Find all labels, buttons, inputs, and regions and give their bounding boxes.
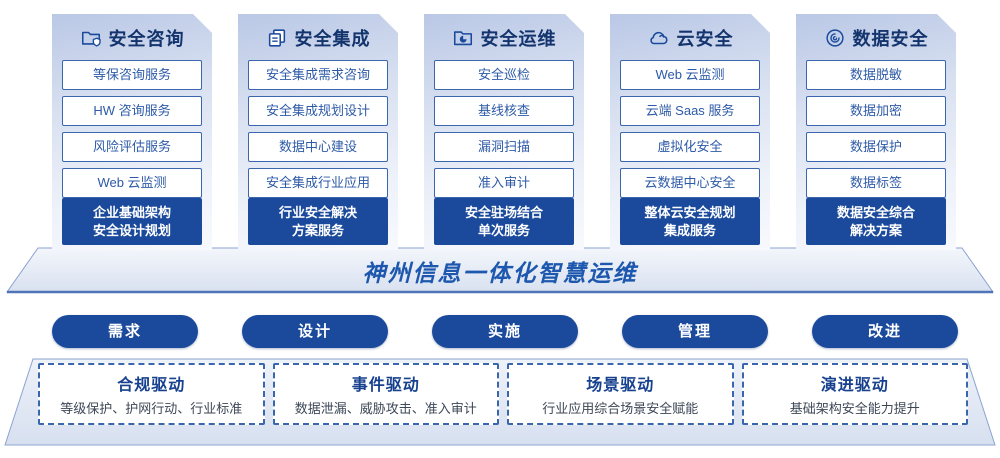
pill-requirement: 需求 <box>52 315 198 348</box>
driver-title: 演进驱动 <box>820 377 889 394</box>
card-highlight: 企业基础架构 安全设计规划 <box>62 198 202 246</box>
highlight-line: 企业基础架构 <box>92 205 171 220</box>
highlight-line: 集成服务 <box>663 222 716 238</box>
pill-improvement: 改进 <box>812 315 958 348</box>
card-title: 安全咨询 <box>108 29 185 49</box>
highlight-line: 解决方案 <box>849 222 902 238</box>
driver-compliance: 合规驱动 等级保护、护网行动、行业标准 <box>38 363 265 425</box>
highlight-line: 方案服务 <box>291 222 344 238</box>
card-security-consulting: 安全咨询 等保咨询服务 HW 咨询服务 风险评估服务 Web 云监测 企业基础架… <box>52 14 212 250</box>
service-item: 等保咨询服务 <box>62 60 202 90</box>
card-highlight: 行业安全解决 方案服务 <box>248 198 388 246</box>
driver-incident: 事件驱动 数据泄漏、威胁攻击、准入审计 <box>272 363 499 425</box>
driver-boxes: 合规驱动 等级保护、护网行动、行业标准 事件驱动 数据泄漏、威胁攻击、准入审计 … <box>38 363 968 425</box>
service-item: 数据保护 <box>806 132 946 162</box>
pill-management: 管理 <box>622 315 768 348</box>
driver-scenario: 场景驱动 行业应用综合场景安全赋能 <box>507 363 734 425</box>
service-item: 数据标签 <box>806 168 946 198</box>
driver-desc: 等级保护、护网行动、行业标准 <box>60 401 243 416</box>
card-highlight: 数据安全综合 解决方案 <box>806 198 946 246</box>
service-item: Web 云监测 <box>620 60 760 90</box>
pill-implementation: 实施 <box>432 315 578 348</box>
process-pills: 需求 设计 实施 管理 改进 <box>52 315 958 348</box>
driver-desc: 数据泄漏、威胁攻击、准入审计 <box>294 401 477 416</box>
highlight-line: 数据安全综合 <box>836 205 915 220</box>
service-item: 数据中心建设 <box>248 132 388 162</box>
pill-design: 设计 <box>242 315 388 348</box>
card-items: 数据脱敏 数据加密 数据保护 数据标签 <box>806 60 946 198</box>
service-item: 数据加密 <box>806 96 946 126</box>
service-item: 安全集成行业应用 <box>248 168 388 198</box>
service-item: 虚拟化安全 <box>620 132 760 162</box>
card-header: 安全运维 <box>434 25 574 51</box>
highlight-line: 安全设计规划 <box>92 222 171 238</box>
folder-clock-icon <box>453 31 472 46</box>
driver-desc: 行业应用综合场景安全赋能 <box>542 401 699 416</box>
card-security-operations: 安全运维 安全巡检 基线核查 漏洞扫描 准入审计 安全驻场结合 单次服务 <box>424 14 584 250</box>
service-item: 风险评估服务 <box>62 132 202 162</box>
service-item: 安全集成规划设计 <box>248 96 388 126</box>
folder-shield-icon <box>81 31 101 47</box>
card-header: 安全咨询 <box>62 25 202 51</box>
card-items: 安全集成需求咨询 安全集成规划设计 数据中心建设 安全集成行业应用 <box>248 60 388 198</box>
card-header: 云安全 <box>620 25 760 51</box>
card-header: 安全集成 <box>248 25 388 51</box>
service-item: 云数据中心安全 <box>620 168 760 198</box>
service-item: 漏洞扫描 <box>434 132 574 162</box>
card-highlight: 整体云安全规划 集成服务 <box>620 198 760 246</box>
card-title: 云安全 <box>676 29 734 49</box>
fingerprint-icon <box>825 29 844 47</box>
card-title: 安全运维 <box>480 29 557 49</box>
highlight-line: 行业安全解决 <box>278 205 357 220</box>
driver-evolution: 演进驱动 基础架构安全能力提升 <box>741 363 968 425</box>
service-item: 数据脱敏 <box>806 60 946 90</box>
cloud-icon <box>649 31 668 45</box>
highlight-line: 整体云安全规划 <box>644 205 736 220</box>
card-cloud-security: 云安全 Web 云监测 云端 Saas 服务 虚拟化安全 云数据中心安全 整体云… <box>610 14 770 250</box>
card-title: 数据安全 <box>852 29 929 49</box>
driver-title: 事件驱动 <box>351 377 420 394</box>
service-item: Web 云监测 <box>62 168 202 198</box>
service-item: 云端 Saas 服务 <box>620 96 760 126</box>
driver-title: 合规驱动 <box>117 377 186 394</box>
service-item: 安全集成需求咨询 <box>248 60 388 90</box>
card-items: 安全巡检 基线核查 漏洞扫描 准入审计 <box>434 60 574 198</box>
driver-title: 场景驱动 <box>586 377 655 394</box>
service-item: 基线核查 <box>434 96 574 126</box>
service-item: HW 咨询服务 <box>62 96 202 126</box>
card-security-integration: 安全集成 安全集成需求咨询 安全集成规划设计 数据中心建设 安全集成行业应用 行… <box>238 14 398 250</box>
driver-desc: 基础架构安全能力提升 <box>789 401 920 416</box>
service-columns: 安全咨询 等保咨询服务 HW 咨询服务 风险评估服务 Web 云监测 企业基础架… <box>52 14 958 250</box>
highlight-line: 安全驻场结合 <box>464 205 543 220</box>
card-items: Web 云监测 云端 Saas 服务 虚拟化安全 云数据中心安全 <box>620 60 760 198</box>
card-header: 数据安全 <box>806 25 946 51</box>
card-data-security: 数据安全 数据脱敏 数据加密 数据保护 数据标签 数据安全综合 解决方案 <box>796 14 956 250</box>
documents-icon <box>268 29 285 47</box>
service-item: 准入审计 <box>434 168 574 198</box>
highlight-line: 单次服务 <box>477 222 530 238</box>
card-items: 等保咨询服务 HW 咨询服务 风险评估服务 Web 云监测 <box>62 60 202 198</box>
card-title: 安全集成 <box>294 29 371 49</box>
service-item: 安全巡检 <box>434 60 574 90</box>
banner-title: 神州信息一体化智慧运维 <box>362 260 638 286</box>
card-highlight: 安全驻场结合 单次服务 <box>434 198 574 246</box>
